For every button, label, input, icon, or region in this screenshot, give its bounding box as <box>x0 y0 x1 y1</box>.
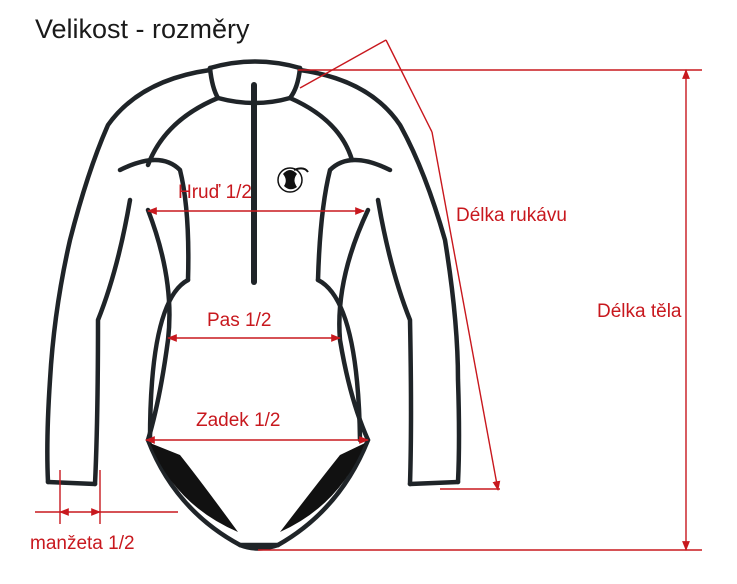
body-length-label: Délka těla <box>597 301 682 322</box>
cuff-label: manžeta 1/2 <box>30 533 135 554</box>
hip-label: Zadek 1/2 <box>196 410 281 431</box>
chest-label: Hruď 1/2 <box>178 182 252 203</box>
sleeve-line-upper <box>385 39 433 133</box>
sleeve-line-lower <box>431 131 501 491</box>
measurement-lines <box>35 39 702 551</box>
leg-bands <box>150 443 365 532</box>
sleeve-length-label: Délka rukávu <box>456 205 567 226</box>
sleeve-line-shoulder <box>299 39 387 89</box>
brand-logo-icon <box>277 167 309 193</box>
waist-label: Pas 1/2 <box>207 310 272 331</box>
swimsuit-outline <box>45 59 462 551</box>
page-title: Velikost - rozměry <box>35 14 250 44</box>
